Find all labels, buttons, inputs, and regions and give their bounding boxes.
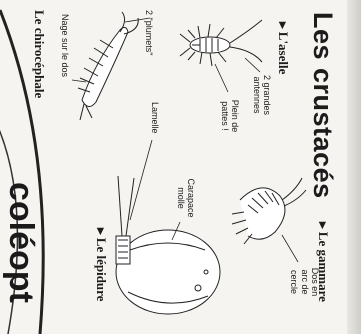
gammare-drawing <box>232 178 306 244</box>
heading-aselle: ▸ L'aselle <box>277 22 290 74</box>
label-plumets: 2 "plumets" <box>144 10 154 55</box>
label-pattes: Plein de pattes ! <box>219 92 240 140</box>
label-antennes: 2 grandes antennes <box>251 72 272 118</box>
label-lamelle: Lamelle <box>150 102 160 134</box>
heading-lepidure: ▸ Le lépidure <box>95 228 108 301</box>
page-edge-shadow <box>347 0 361 334</box>
next-section-title: coléopt <box>4 182 38 303</box>
page-title: Les crustacés <box>309 12 336 199</box>
label-dos-en-arc: Dos en arc de cercle <box>289 262 320 302</box>
lepidure-drawing <box>116 176 220 314</box>
label-nage-sur-le-dos: Nage sur le dos <box>60 14 70 77</box>
heading-chirocephale: Le chirocéphale <box>33 10 46 98</box>
aselle-drawing <box>180 20 262 66</box>
chirocephale-drawing <box>78 12 138 120</box>
label-carapace: Carapace molle <box>175 176 196 220</box>
